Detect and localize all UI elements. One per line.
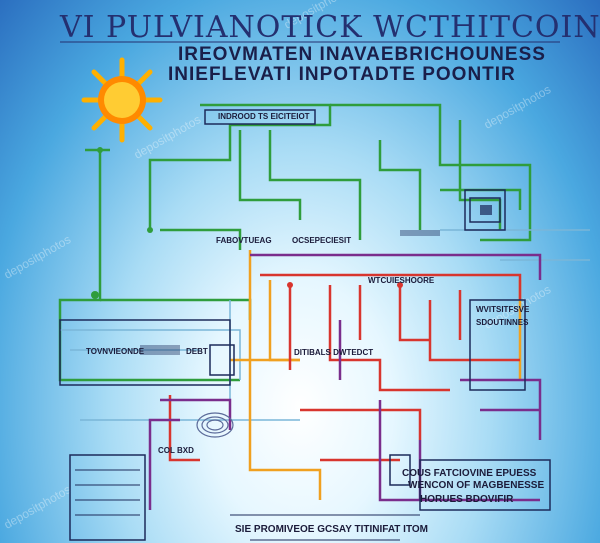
label-left-block: TOVNVIEONDE — [86, 347, 145, 356]
label-left-mid-2: OCSEPECIESIT — [292, 236, 352, 245]
label-bottom: SIE PROMIVEOE GCSAY TITINIFAT ITOM — [235, 524, 428, 535]
label-cous-1: COUS FATCIOVINE EPUESS — [402, 468, 537, 479]
label-cous-3: HORUES BDOVIFIR — [420, 494, 514, 505]
sun-icon — [81, 57, 163, 143]
diagram-subtitle-1: IREOVMATEN INAVAEBRICHOUNESS — [178, 44, 546, 65]
label-left-mid-1: FABOVTUEAG — [216, 236, 272, 245]
red-circuit — [168, 273, 522, 462]
label-debt: DEBT — [186, 347, 208, 356]
diagram-title: VI PULVIANOTICK WCTHITCOIN — [60, 10, 600, 45]
coil-icon — [196, 412, 234, 438]
label-cous-2: WENCON OF MAGBENESSE — [408, 480, 545, 491]
label-col: COL BXD — [158, 446, 194, 455]
label-top-box: INDROOD TS EICITEIOT — [218, 112, 310, 121]
label-right-mid: WTCUIESHOORE — [368, 276, 435, 285]
label-mid-red: DITIBALS DWTEDCT — [294, 348, 374, 357]
diagram-subtitle-2: INIEFLEVATI INPOTADTE POONTIR — [168, 64, 516, 85]
orange-circuit — [230, 250, 522, 500]
label-right-block-1: WVITSITFSVE — [476, 305, 530, 314]
purple-circuit — [148, 253, 542, 510]
label-right-block-2: SDOUTINNES — [476, 318, 529, 327]
